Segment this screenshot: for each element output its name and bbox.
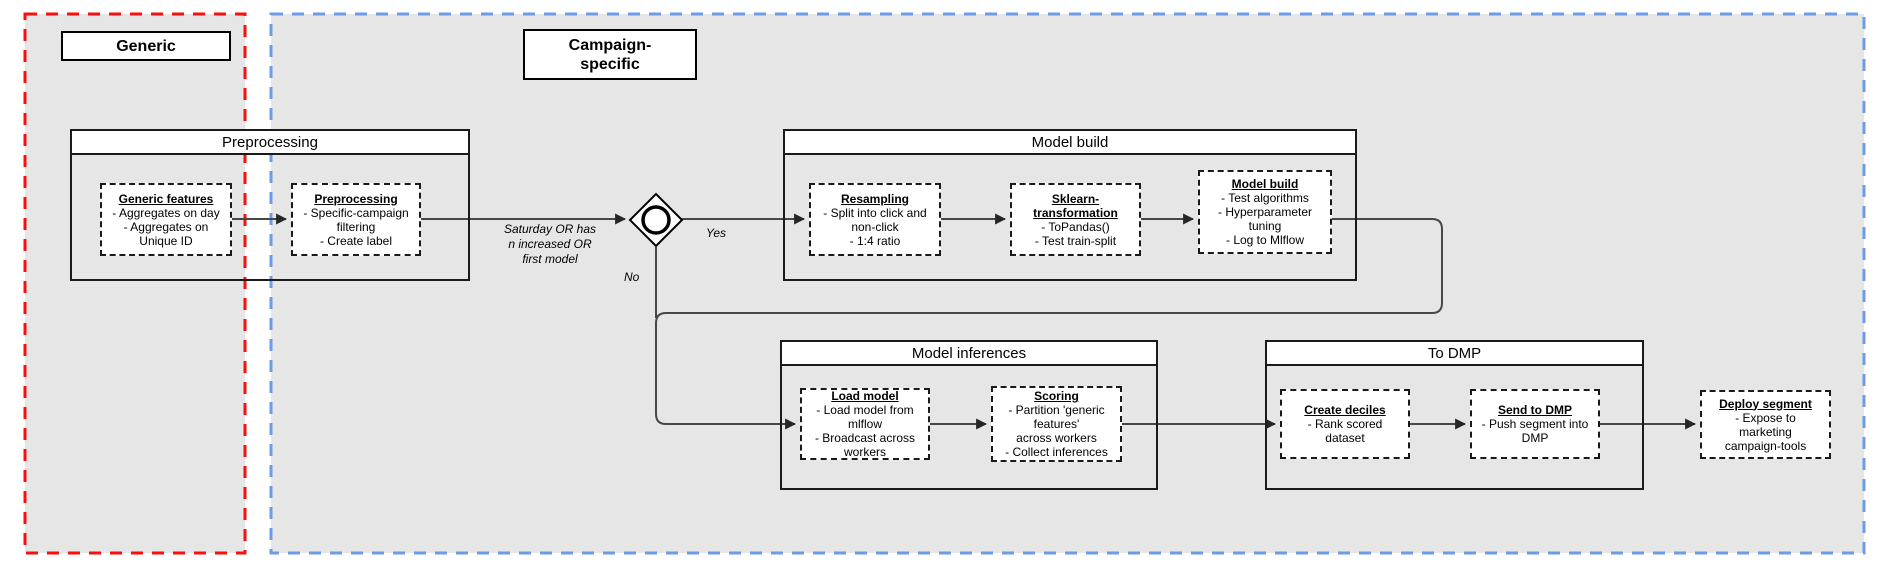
task-generic-features: Generic features - Aggregates on day- Ag… — [100, 183, 232, 256]
gateway-diamond-shape — [628, 192, 684, 248]
decision-gateway-icon — [628, 192, 684, 248]
region-generic — [23, 12, 247, 555]
gateway-circle-icon — [641, 205, 671, 235]
connector-group — [232, 213, 1697, 430]
generic-region-label: Generic — [61, 31, 231, 61]
container-model-inferences-title: Model inferences — [782, 342, 1156, 366]
task-title: Send to DMP — [1498, 403, 1572, 417]
task-title: Sklearn-transformation — [1033, 191, 1118, 220]
task-title: Resampling — [840, 191, 909, 206]
region-campaign-specific — [269, 12, 1866, 555]
container-to-dmp: To DMP — [1265, 340, 1644, 490]
task-body: - ToPandas()- Test train-split — [1034, 219, 1117, 248]
container-preprocessing-title: Preprocessing — [72, 131, 468, 155]
task-title: Create deciles — [1304, 403, 1386, 417]
container-model-build: Model build — [783, 129, 1357, 281]
task-title: Preprocessing — [314, 191, 398, 206]
task-title: Load model — [831, 389, 899, 403]
container-to-dmp-title: To DMP — [1267, 342, 1642, 366]
edge-label-yes: Yes — [706, 226, 727, 240]
container-model-inferences: Model inferences — [780, 340, 1158, 490]
edge-label-no: No — [624, 270, 640, 284]
campaign-specific-region-label-text: Campaign-specific — [568, 36, 652, 73]
task-title: Scoring — [1034, 389, 1079, 403]
generic-region-label-text: Generic — [116, 37, 176, 55]
task-title: Deploy segment — [1719, 396, 1812, 411]
arrow-modelbuild-feedback-to-loadmodel — [655, 218, 1443, 430]
task-title: Model build — [1231, 177, 1299, 191]
container-preprocessing: Preprocessing — [70, 129, 470, 281]
task-sklearn-transformation: Sklearn-transformation - ToPandas()- Tes… — [1010, 183, 1141, 256]
task-title: Generic features — [118, 191, 214, 206]
task-model-build: Model build - Test algorithms- Hyperpara… — [1198, 170, 1332, 254]
container-model-build-title: Model build — [785, 131, 1355, 155]
campaign-specific-region-label: Campaign-specific — [523, 29, 697, 80]
